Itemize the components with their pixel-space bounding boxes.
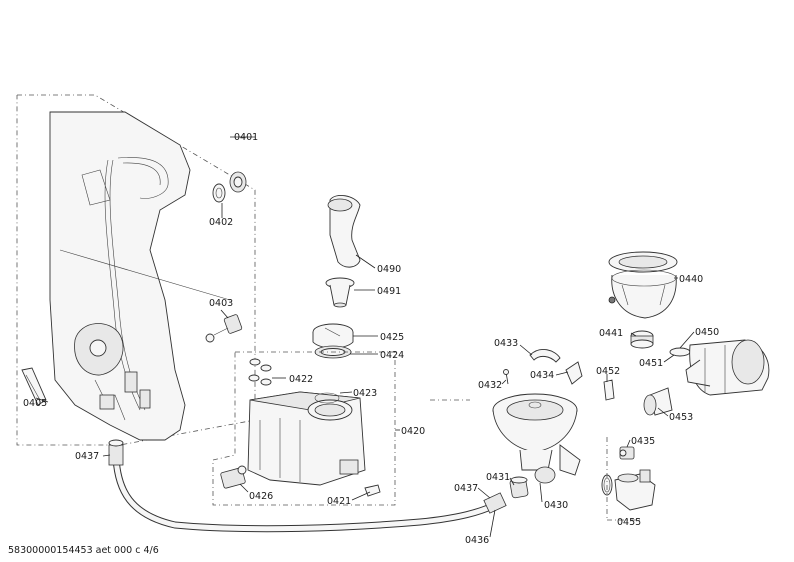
label-0422: 0422 xyxy=(289,374,313,385)
label-0405: 0405 xyxy=(23,398,47,409)
label-0424: 0424 xyxy=(380,350,404,361)
pump-seal-part xyxy=(630,330,654,349)
grouping-lines xyxy=(430,399,640,521)
label-0401: 0401 xyxy=(234,132,258,143)
salt-cap-part xyxy=(312,323,354,349)
part-labels: 0401 0402 0403 0405 0437 0490 0491 0425 … xyxy=(23,132,719,546)
sump-part xyxy=(492,393,581,484)
leader-lines xyxy=(35,136,695,538)
small-seals-part xyxy=(248,358,272,386)
label-0490: 0490 xyxy=(377,264,401,275)
label-0455: 0455 xyxy=(617,517,641,528)
label-0430: 0430 xyxy=(544,500,568,511)
drain-pump-part xyxy=(614,469,656,511)
label-0451: 0451 xyxy=(639,358,663,369)
label-0425: 0425 xyxy=(380,332,404,343)
cap-part xyxy=(325,277,355,308)
pump-housing-part xyxy=(608,251,678,319)
label-0432: 0432 xyxy=(478,380,502,391)
label-0402: 0402 xyxy=(209,217,233,228)
label-0435: 0435 xyxy=(631,436,655,447)
sensor-part xyxy=(220,465,247,489)
label-0440: 0440 xyxy=(679,274,703,285)
label-0491: 0491 xyxy=(377,286,401,297)
side-panel-assembly xyxy=(16,94,256,446)
label-0433: 0433 xyxy=(494,338,518,349)
latch-part xyxy=(565,361,583,385)
drain-hose xyxy=(108,439,507,533)
hose-nut-part xyxy=(509,476,529,499)
label-0437-left: 0437 xyxy=(75,451,99,462)
label-0431: 0431 xyxy=(486,472,510,483)
connector-part xyxy=(205,314,243,343)
filter-housing-part xyxy=(529,348,561,363)
funnel-part xyxy=(327,194,361,268)
label-0420: 0420 xyxy=(401,426,425,437)
seal-ring-part xyxy=(212,171,247,203)
label-0421: 0421 xyxy=(327,496,351,507)
small-clip-part xyxy=(603,379,615,401)
label-0423: 0423 xyxy=(353,388,377,399)
label-0436: 0436 xyxy=(465,535,489,546)
label-0441: 0441 xyxy=(599,328,623,339)
clip-part xyxy=(21,367,47,406)
label-0437-right: 0437 xyxy=(454,483,478,494)
screw-part xyxy=(503,369,509,385)
clip-small-part xyxy=(364,484,381,497)
label-0434: 0434 xyxy=(530,370,554,381)
label-0453: 0453 xyxy=(669,412,693,423)
drain-pump-small-part xyxy=(619,446,635,460)
label-0450: 0450 xyxy=(695,327,719,338)
label-0452: 0452 xyxy=(596,366,620,377)
document-id: 58300000154453 aet 000 c 4/6 xyxy=(8,545,159,556)
pump-inlet-part xyxy=(643,387,673,416)
water-softener-assembly xyxy=(212,351,396,506)
circulation-pump-part xyxy=(669,339,770,396)
label-0426: 0426 xyxy=(249,491,273,502)
label-0403: 0403 xyxy=(209,298,233,309)
